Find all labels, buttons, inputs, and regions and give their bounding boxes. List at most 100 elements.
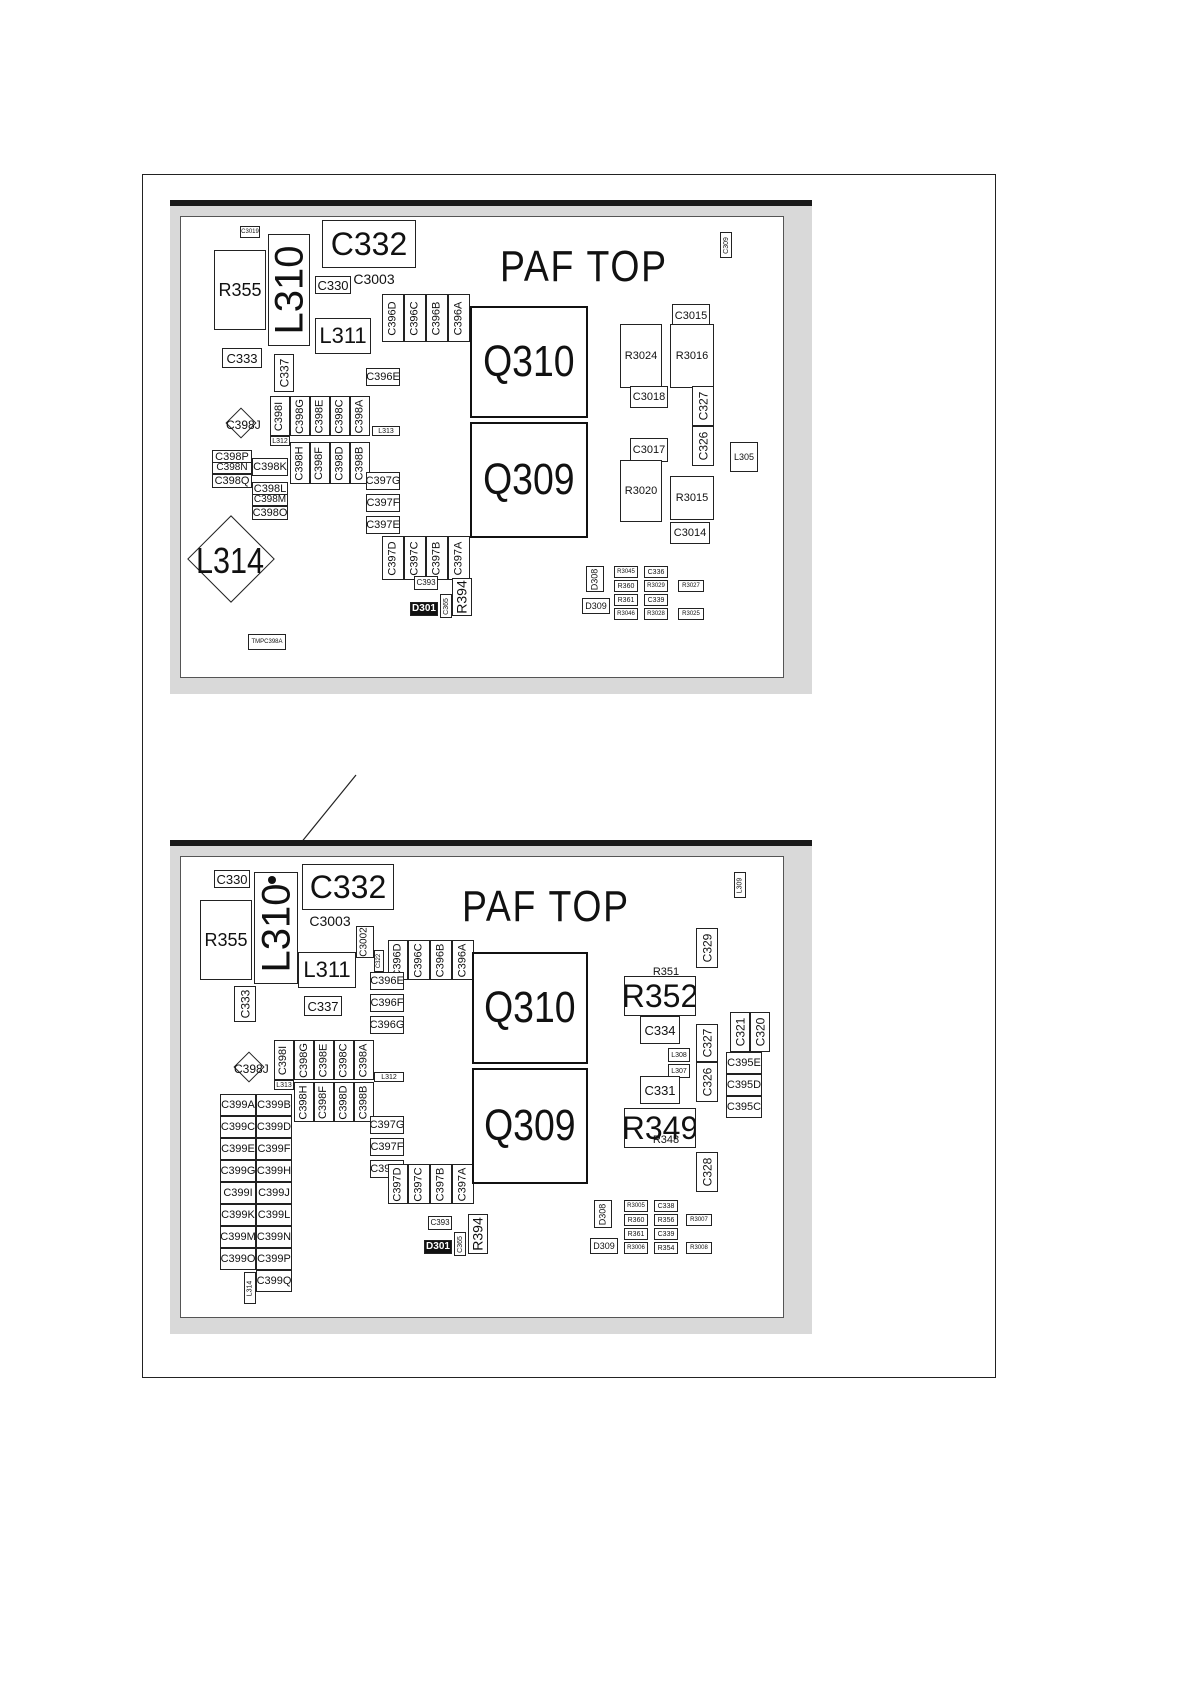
part-c397a: C397A: [448, 536, 470, 580]
part-c397b: C397B: [426, 536, 448, 580]
part-l314: L314: [244, 1272, 256, 1304]
part-c3018: C3018: [630, 386, 668, 408]
part-l312: L312: [270, 436, 290, 446]
part-c397b: C397B: [430, 1164, 452, 1204]
part-c328: C328: [696, 1152, 718, 1192]
part-c399l: C399L: [256, 1204, 292, 1226]
board-title: PAF TOP: [500, 242, 668, 291]
pcb-top-layout-lower: PAF TOP C330 C332 C3003 R355 L310 L311 C…: [170, 840, 812, 1334]
part-c395d: C395D: [726, 1074, 762, 1096]
part-c396b: C396B: [430, 940, 452, 980]
part-c399i: C399I: [220, 1182, 256, 1204]
part-c330: C330: [214, 870, 250, 888]
part-r351: R351: [652, 965, 680, 978]
part-c330: C330: [315, 276, 351, 294]
part-d309: D309: [582, 598, 610, 614]
part-c393: C393: [414, 576, 438, 590]
part-c398g: C398G: [290, 396, 310, 436]
part-c321: C321: [730, 1012, 750, 1052]
part-q310: Q310: [470, 306, 588, 418]
part-c327: C327: [696, 1024, 718, 1062]
part-c399j: C399J: [256, 1182, 292, 1204]
board-title: PAF TOP: [462, 882, 630, 931]
part-c396f: C396F: [370, 994, 404, 1012]
part-c395c: C395C: [726, 1096, 762, 1118]
part-c337: C337: [304, 996, 342, 1016]
part-l305: L305: [730, 442, 758, 472]
part-r349: R349: [624, 1108, 696, 1148]
part-c396a: C396A: [452, 940, 474, 980]
part-r356: R356: [654, 1214, 678, 1226]
part-c396a: C396A: [448, 294, 470, 342]
panel-header-bar: [170, 200, 812, 206]
pcb-board: PAF TOP C330 C332 C3003 R355 L310 L311 C…: [170, 846, 812, 1334]
part-c399p: C399P: [256, 1248, 292, 1270]
part-r3007: R3007: [686, 1214, 712, 1226]
part-c397f: C397F: [370, 1138, 404, 1156]
part-r360: R360: [624, 1214, 648, 1226]
part-c397g: C397G: [366, 472, 400, 490]
part-c396e: C396E: [370, 972, 404, 990]
part-c398a: C398A: [350, 396, 370, 436]
pin1-marker: [268, 876, 276, 884]
part-l313: L313: [372, 426, 400, 436]
part-q310: Q310: [472, 952, 588, 1064]
part-small: C3019: [240, 226, 260, 238]
part-c397g: C397G: [370, 1116, 404, 1134]
part-c398k: C398K: [252, 458, 288, 476]
part-c399d: C399D: [256, 1116, 292, 1138]
part-c399f: C399F: [256, 1138, 292, 1160]
part-c331: C331: [640, 1076, 680, 1104]
part-l312: L312: [374, 1072, 404, 1082]
part-c3017: C3017: [630, 438, 668, 462]
part-c338: C338: [654, 1200, 678, 1212]
part-c396c: C396C: [408, 940, 430, 980]
pcb-board: PAF TOP C3019 R355 L310 C332 C330 C3003 …: [170, 206, 812, 694]
part-tmpc: TMPC398A: [248, 634, 286, 650]
part-c332: C332: [302, 864, 394, 910]
part-r3008: R3008: [686, 1242, 712, 1254]
part-c396c: C396C: [404, 294, 426, 342]
part-c333: C333: [234, 986, 256, 1022]
part-c399e: C399E: [220, 1138, 256, 1160]
part-c336: C336: [644, 566, 668, 578]
part-c3014: C3014: [670, 522, 710, 544]
part-l310: L310: [268, 234, 310, 346]
part-c337: C337: [274, 354, 294, 392]
part-c3002: C3002: [356, 926, 374, 958]
part-c398g: C398G: [294, 1040, 314, 1080]
part-c326: C326: [692, 426, 714, 466]
part-r394: R394: [452, 578, 472, 616]
part-r3046: R3046: [614, 608, 638, 620]
part-c396g: C396G: [370, 1016, 404, 1034]
part-c393: C393: [428, 1216, 452, 1230]
part-l311: L311: [315, 318, 371, 354]
part-r355: R355: [200, 900, 252, 980]
part-r3027: R3027: [678, 580, 704, 592]
part-c333: C333: [222, 348, 262, 368]
part-l308: L308: [668, 1048, 690, 1062]
pcb-top-layout-upper: PAF TOP C3019 R355 L310 C332 C330 C3003 …: [170, 200, 812, 694]
part-c398i: C398I: [274, 1040, 294, 1080]
part-c329: C329: [696, 928, 718, 968]
part-c398b: C398B: [350, 442, 370, 484]
part-r394: R394: [468, 1214, 488, 1254]
part-c399b: C399B: [256, 1094, 292, 1116]
part-c398d: C398D: [330, 442, 350, 484]
part-c365: C365: [454, 1232, 466, 1256]
part-c339: C339: [654, 1228, 678, 1240]
part-c398j: C398J: [234, 1062, 269, 1076]
part-c398m: C398M: [252, 494, 288, 506]
part-r354: R354: [654, 1242, 678, 1254]
part-d308: D308: [586, 566, 604, 592]
part-c332: C332: [322, 220, 416, 268]
part-c3003: C3003: [353, 271, 395, 287]
part-c398a: C398A: [354, 1040, 374, 1080]
part-d309: D309: [590, 1238, 618, 1254]
part-c396e: C396E: [366, 368, 400, 386]
part-r361: R361: [614, 594, 638, 606]
part-c399g: C399G: [220, 1160, 256, 1182]
part-c399m: C399M: [220, 1226, 256, 1248]
part-c339: C339: [644, 594, 668, 606]
figure-frame: [142, 174, 996, 1378]
